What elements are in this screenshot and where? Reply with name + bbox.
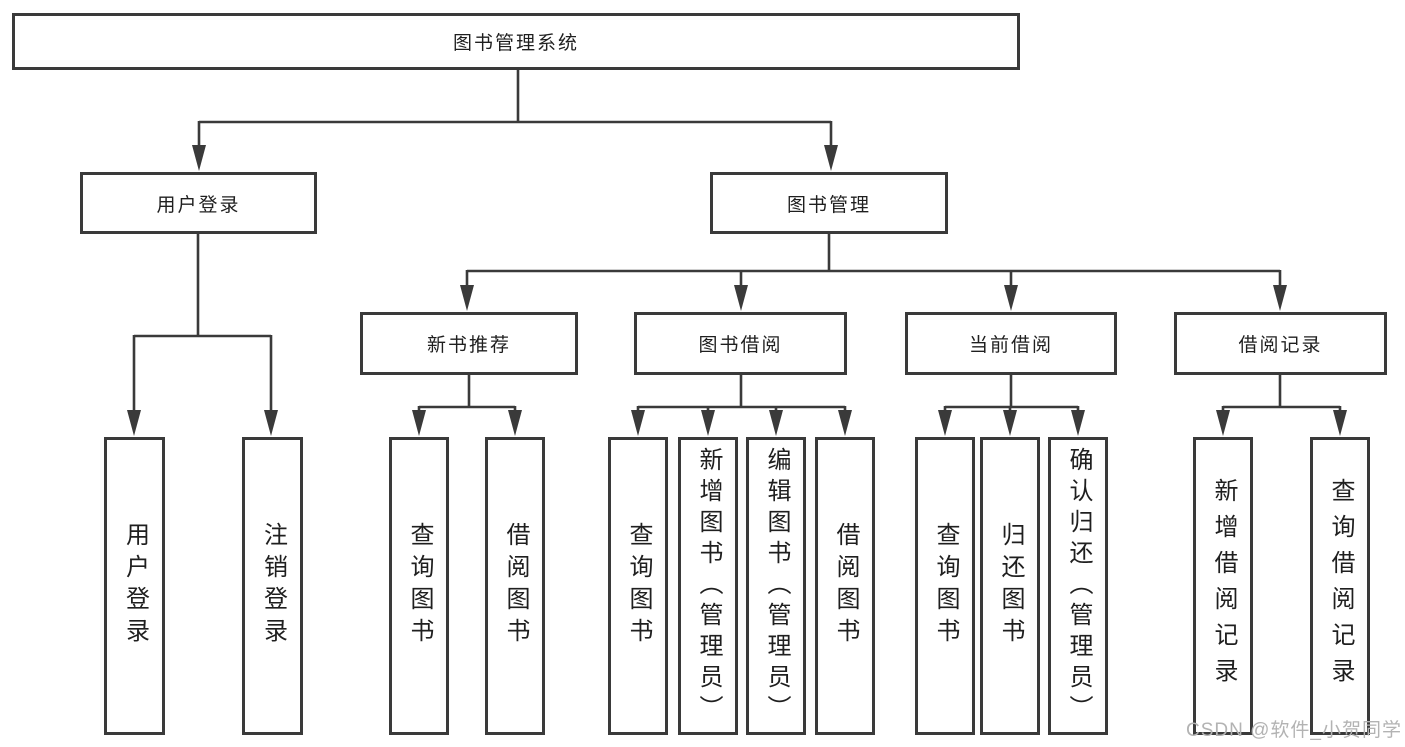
leaf-borrow-books-recommend: 借阅图书	[485, 437, 545, 735]
leaf-add-books-admin: 新增图书（管理员）	[678, 437, 738, 735]
leaf-confirm-return-admin: 确认归还（管理员）	[1048, 437, 1108, 735]
leaf-edit-books-admin-label: 编辑图书（管理员）	[763, 446, 790, 726]
leaf-return-books-label: 归还图书	[997, 522, 1024, 650]
node-new-book-recommend: 新书推荐	[360, 312, 578, 375]
leaf-query-books-borrow-label: 查询图书	[625, 522, 652, 650]
leaf-edit-books-admin: 编辑图书（管理员）	[746, 437, 806, 735]
leaf-logout-label: 注销登录	[259, 522, 287, 650]
node-library-system: 图书管理系统	[12, 13, 1020, 70]
leaf-user-login-label: 用户登录	[121, 522, 149, 650]
leaf-logout: 注销登录	[242, 437, 303, 735]
leaf-borrow-books: 借阅图书	[815, 437, 875, 735]
leaf-query-books-current: 查询图书	[915, 437, 975, 735]
leaf-confirm-return-admin-label: 确认归还（管理员）	[1065, 446, 1092, 726]
leaf-query-borrow-record-label: 查询借阅记录	[1327, 478, 1354, 694]
leaf-add-books-admin-label: 新增图书（管理员）	[695, 446, 722, 726]
leaf-borrow-books-recommend-label: 借阅图书	[502, 522, 529, 650]
node-borrow-records: 借阅记录	[1174, 312, 1387, 375]
leaf-query-books-recommend: 查询图书	[389, 437, 449, 735]
node-book-management-branch: 图书管理	[710, 172, 948, 234]
csdn-watermark: CSDN @软件_小贺同学	[1186, 720, 1402, 741]
leaf-query-books-borrow: 查询图书	[608, 437, 668, 735]
leaf-return-books: 归还图书	[980, 437, 1040, 735]
node-book-borrowing: 图书借阅	[634, 312, 847, 375]
node-current-borrowing: 当前借阅	[905, 312, 1117, 375]
leaf-query-borrow-record: 查询借阅记录	[1310, 437, 1370, 735]
leaf-query-books-current-label: 查询图书	[932, 522, 959, 650]
leaf-borrow-books-label: 借阅图书	[832, 522, 859, 650]
arrowheads	[127, 145, 1347, 436]
leaf-query-books-recommend-label: 查询图书	[406, 522, 433, 650]
leaf-user-login: 用户登录	[104, 437, 165, 735]
leaf-add-borrow-record: 新增借阅记录	[1193, 437, 1253, 735]
leaf-add-borrow-record-label: 新增借阅记录	[1210, 478, 1237, 694]
node-user-login-branch: 用户登录	[80, 172, 317, 234]
